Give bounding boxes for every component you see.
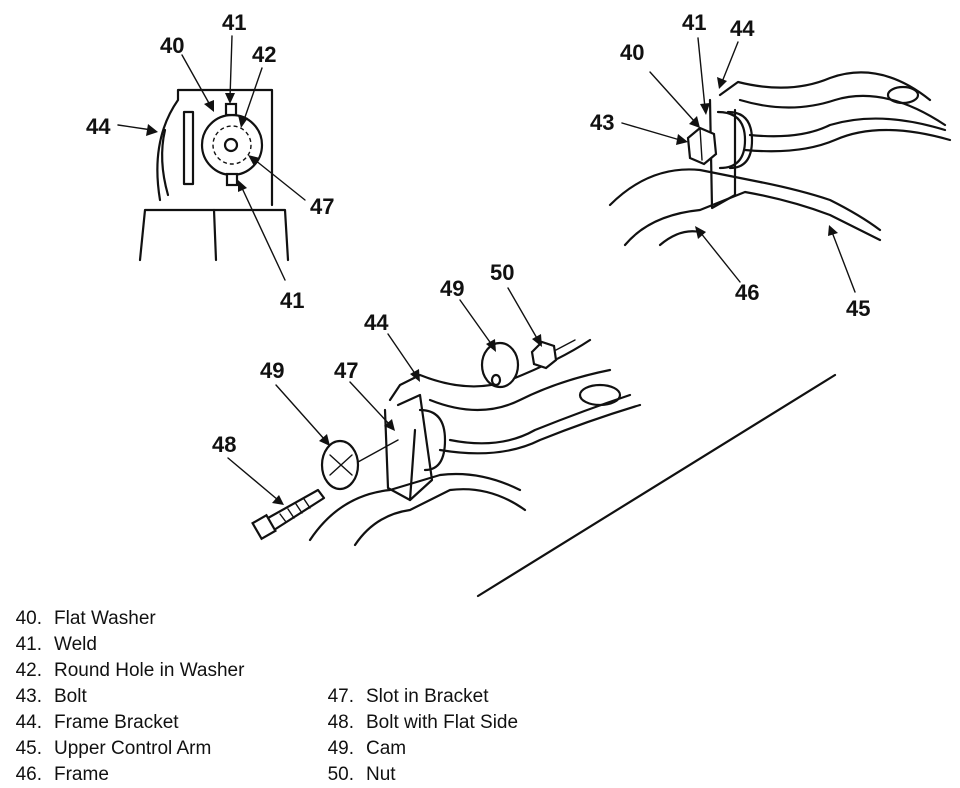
legend-number: 49. xyxy=(327,738,354,759)
legend-label: Slot in Bracket xyxy=(366,686,489,707)
callout-49-upper: 49 xyxy=(440,276,464,301)
callout-leaders xyxy=(117,35,856,505)
legend-label: Bolt with Flat Side xyxy=(366,712,519,733)
callout-46: 46 xyxy=(735,280,759,305)
legend-item: 42. Round Hole in Washer xyxy=(0,658,245,684)
legend-number: 50. xyxy=(327,764,354,785)
callout-44-bottom: 44 xyxy=(364,310,389,335)
legend-item: 43. Bolt xyxy=(0,684,244,710)
legend-item: 40. Flat Washer xyxy=(0,606,244,632)
legend-label: Weld xyxy=(54,634,97,655)
legend-item: 47. Slot in Bracket xyxy=(312,684,518,710)
legend-label: Flat Washer xyxy=(54,608,156,629)
legend-number: 45. xyxy=(15,738,42,759)
bolt-assembly-view xyxy=(608,71,952,247)
legend-item: 48. Bolt with Flat Side xyxy=(312,710,519,736)
legend-number: 40. xyxy=(15,608,42,629)
legend-label: Bolt xyxy=(54,686,87,707)
legend-number: 41. xyxy=(15,634,42,655)
legend-label: Cam xyxy=(366,738,407,759)
legend-label: Nut xyxy=(366,764,396,785)
callout-41-top-left-lower: 41 xyxy=(280,288,304,313)
exploded-cam-view xyxy=(251,338,837,598)
legend-number: 44. xyxy=(15,712,42,733)
legend-item: 50. Nut xyxy=(312,762,518,788)
legend-label: Frame Bracket xyxy=(54,712,179,733)
legend-number: 47. xyxy=(327,686,354,707)
callout-41-top-left-upper: 41 xyxy=(222,10,246,35)
legend-item: 44. Frame Bracket xyxy=(0,710,244,736)
legend-label: Upper Control Arm xyxy=(54,738,212,759)
callout-45: 45 xyxy=(846,296,870,321)
legend-number: 43. xyxy=(15,686,42,707)
legend-item: 46. Frame xyxy=(0,762,244,788)
legend-label: Frame xyxy=(54,764,109,785)
legend-right: 47. Slot in Bracket 48. Bolt with Flat Side… xyxy=(312,684,519,788)
callout-50: 50 xyxy=(490,260,514,285)
callout-40-top-right: 40 xyxy=(620,40,644,65)
legend-number: 42. xyxy=(15,660,42,681)
callout-42: 42 xyxy=(252,42,276,67)
callout-48: 48 xyxy=(212,432,236,457)
legend-number: 48. xyxy=(327,712,354,733)
callout-40-top-left: 40 xyxy=(160,33,184,58)
callout-44-top-right: 44 xyxy=(730,16,755,41)
legend-label: Round Hole in Washer xyxy=(54,660,245,681)
callout-43: 43 xyxy=(590,110,614,135)
legend-item: 49. Cam xyxy=(312,736,518,762)
legend-number: 46. xyxy=(15,764,42,785)
callout-44-top-left: 44 xyxy=(86,114,111,139)
callout-41-top-right: 41 xyxy=(682,10,706,35)
parts-diagram: 44 40 41 42 47 41 40 41 44 43 46 45 44 4… xyxy=(86,10,952,598)
bracket-detail-view xyxy=(138,88,290,262)
legend-item: 41. Weld xyxy=(0,632,244,658)
callout-47-bottom: 47 xyxy=(334,358,358,383)
callout-49-lower: 49 xyxy=(260,358,284,383)
legend-item: 45. Upper Control Arm xyxy=(0,736,244,762)
legend-left: 40. Flat Washer 41. Weld 42. Round Hole in Wa… xyxy=(0,606,245,788)
callout-47-top-left: 47 xyxy=(310,194,334,219)
